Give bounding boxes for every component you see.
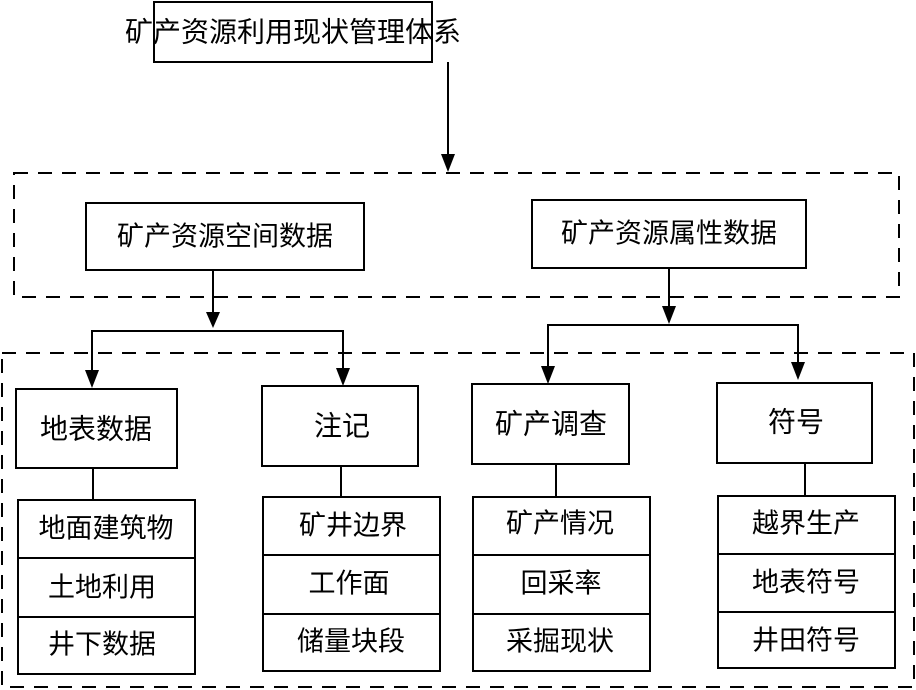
category-box <box>15 388 178 469</box>
list-item: 地面建筑物 <box>39 514 174 545</box>
category-box <box>261 385 419 467</box>
item-list-box <box>472 496 651 672</box>
category-box <box>716 382 873 464</box>
arrow-head-icon <box>85 370 99 388</box>
attribute-data-label: 矿产资源属性数据 <box>561 219 777 250</box>
item-list-box <box>262 496 441 672</box>
attribute-data-box <box>531 199 807 269</box>
list-item: 工作面 <box>309 569 390 600</box>
list-item: 储量块段 <box>297 627 405 658</box>
category-symbols: 符号 越界生产 地表符号 井田符号 <box>716 382 896 669</box>
arrow-head-icon <box>662 306 676 324</box>
list-item: 矿产情况 <box>506 509 614 540</box>
category-label: 符号 <box>768 406 824 439</box>
category-label: 注记 <box>314 410 370 443</box>
list-item: 矿井边界 <box>299 511 407 542</box>
arrow-head-icon <box>336 368 350 386</box>
root-node: 矿产资源利用现状管理体系 <box>125 1 461 63</box>
category-label: 地表数据 <box>40 413 152 446</box>
arrow-head-icon <box>791 362 805 380</box>
root-box <box>153 1 433 63</box>
spatial-data-label: 矿产资源空间数据 <box>117 222 333 253</box>
list-item: 地表符号 <box>752 568 860 599</box>
attribute-branch-line <box>547 324 799 370</box>
root-label: 矿产资源利用现状管理体系 <box>125 16 461 49</box>
category-surface-data: 地表数据 地面建筑物 土地利用 井下数据 <box>15 388 196 675</box>
spatial-data-box <box>85 202 365 271</box>
item-list-box <box>717 495 896 669</box>
data-type-group-frame <box>13 172 900 298</box>
arrow-head-icon <box>541 366 555 384</box>
category-annotation: 注记 矿井边界 工作面 储量块段 <box>261 385 441 672</box>
list-item: 越界生产 <box>752 509 860 540</box>
item-list-box <box>17 499 196 675</box>
list-item: 井下数据 <box>48 630 156 661</box>
category-box <box>471 383 630 465</box>
arrow-head-icon <box>206 312 220 328</box>
attribute-data-node: 矿产资源属性数据 <box>531 199 807 269</box>
list-item: 采掘现状 <box>506 627 614 658</box>
category-group-frame <box>1 352 915 688</box>
spatial-data-node: 矿产资源空间数据 <box>85 202 365 271</box>
list-item: 土地利用 <box>48 573 156 604</box>
list-item: 井田符号 <box>752 626 860 657</box>
category-label: 矿产调查 <box>495 408 607 441</box>
category-mineral-survey: 矿产调查 矿产情况 回采率 采掘现状 <box>471 383 651 672</box>
arrow-head-icon <box>441 154 455 172</box>
list-item: 回采率 <box>521 569 602 600</box>
